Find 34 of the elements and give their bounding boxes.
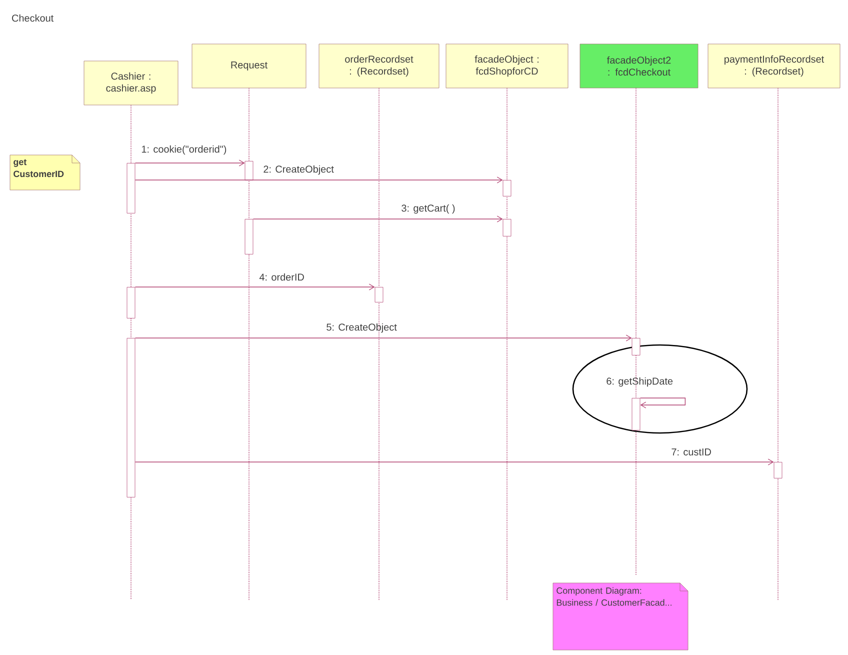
message-label: 7: custID (672, 448, 711, 456)
message-arrow (134, 284, 375, 290)
activation-bar (244, 161, 254, 180)
activation-bar (126, 163, 136, 214)
activation-bar (502, 180, 512, 196)
message-label: 1: cookie("orderid") (142, 145, 226, 155)
message-arrow (134, 160, 245, 166)
object-box: Request (192, 44, 306, 88)
object-box: orderRecordset : (Recordset) (318, 44, 440, 88)
message-arrow (252, 216, 503, 222)
message-arrow (640, 398, 686, 408)
object-box: Cashier : cashier.asp (84, 60, 178, 106)
message-label: 2: CreateObject (264, 165, 334, 175)
activation-bar (374, 287, 384, 302)
activation-bar (244, 219, 254, 254)
activation-bar (632, 338, 640, 356)
activation-bar (126, 338, 136, 498)
message-label: 5: CreateObject (326, 323, 397, 333)
message-arrow (134, 334, 632, 342)
object-box: paymentInfoRecordset : (Recordset) (708, 44, 840, 88)
note: Component Diagram: Business / CustomerFacad... (552, 582, 688, 650)
message-arrow (134, 458, 774, 466)
message-arrow (134, 176, 503, 184)
diagram-title: Checkout (12, 14, 54, 22)
message-label: 6: getShipDate (606, 377, 673, 387)
activation-bar (774, 462, 782, 478)
message-label: 3: getCart( ) (402, 204, 455, 214)
object-box: facadeObject : fcdShopforCD (446, 44, 568, 88)
activation-bar (632, 398, 640, 430)
message-label: 4: orderID (259, 273, 304, 281)
object-box: facadeObject2 : fcdCheckout (580, 44, 698, 88)
note: get CustomerID (10, 154, 80, 190)
activation-bar (126, 287, 136, 318)
activation-bar (502, 219, 512, 236)
